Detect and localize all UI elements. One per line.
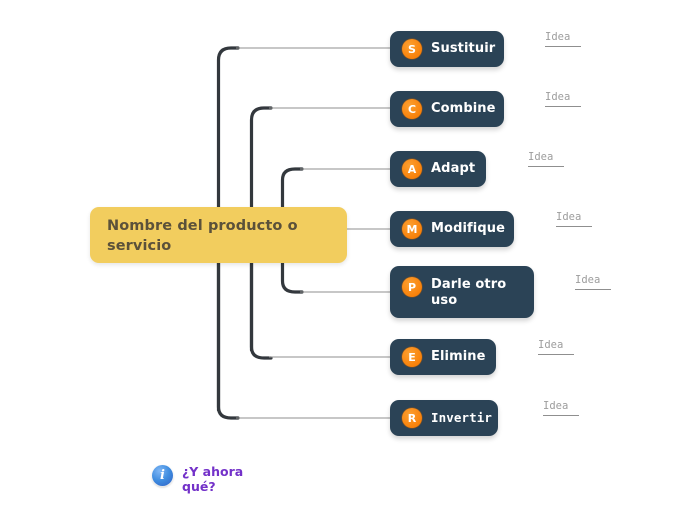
branch-node-combine[interactable]: C Combine — [390, 91, 504, 127]
idea-label: Idea — [543, 400, 569, 412]
idea-underline — [575, 289, 611, 290]
branch-badge-m: M — [402, 219, 422, 239]
trunk-outer-bottom — [216, 234, 240, 420]
idea-underline — [528, 166, 564, 167]
idea-label: Idea — [575, 274, 601, 286]
idea-label: Idea — [538, 339, 564, 351]
branch-label-combine: Combine — [431, 101, 496, 116]
branch-badge-a: A — [402, 159, 422, 179]
branch-badge-e: E — [402, 347, 422, 367]
idea-label: Idea — [528, 151, 554, 163]
branch-node-adapt[interactable]: A Adapt — [390, 151, 486, 187]
root-node-label: Nombre del producto o servicio — [107, 218, 298, 254]
branch-badge-r: R — [402, 408, 422, 428]
idea-underline — [543, 415, 579, 416]
root-node[interactable]: Nombre del producto o servicio — [90, 207, 347, 263]
branch-label-invertir: Invertir — [431, 410, 493, 425]
branch-node-darle-otro-uso[interactable]: P Darle otro uso — [390, 266, 534, 318]
idea-underline — [545, 46, 581, 47]
branch-node-modifique[interactable]: M Modifique — [390, 211, 514, 247]
branch-label-darle-otro-uso: Darle otro uso — [431, 277, 507, 308]
branch-label-sustituir: Sustituir — [431, 41, 496, 56]
idea-underline — [545, 106, 581, 107]
footer-note-text: ¿Y ahora qué? — [182, 464, 244, 494]
info-icon: i — [152, 465, 173, 486]
idea-label: Idea — [545, 91, 571, 103]
idea-underline — [556, 226, 592, 227]
branch-label-adapt: Adapt — [431, 161, 476, 176]
branch-badge-s: S — [402, 39, 422, 59]
branch-node-sustituir[interactable]: S Sustituir — [390, 31, 504, 67]
branch-badge-c: C — [402, 99, 422, 119]
branch-node-invertir[interactable]: R Invertir — [390, 400, 498, 436]
branch-label-elimine: Elimine — [431, 349, 486, 364]
idea-label: Idea — [545, 31, 571, 43]
idea-label: Idea — [556, 211, 582, 223]
footer-note[interactable]: i ¿Y ahora qué? — [152, 464, 256, 494]
branch-node-elimine[interactable]: E Elimine — [390, 339, 496, 375]
idea-underline — [538, 354, 574, 355]
branch-badge-p: P — [402, 277, 422, 297]
branch-label-modifique: Modifique — [431, 221, 506, 236]
